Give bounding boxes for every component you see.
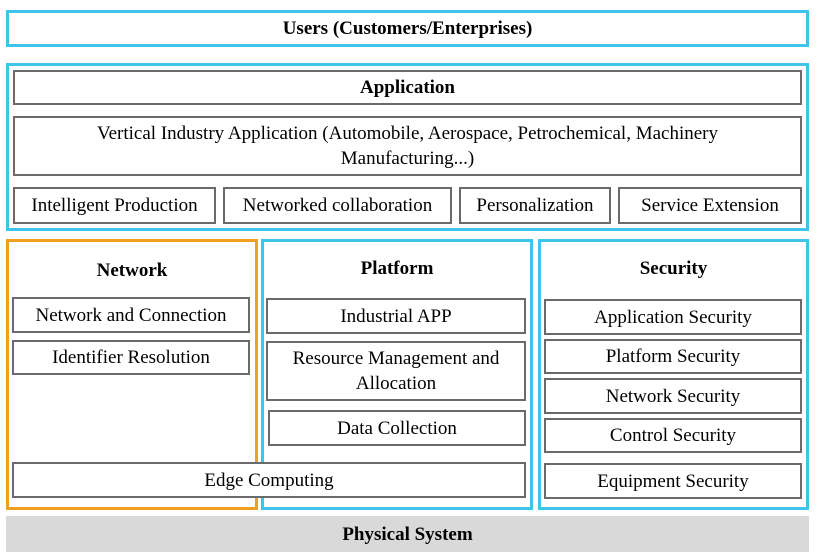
security-layer [538,239,809,510]
security-title: Security [639,258,708,279]
platform-title: Platform [360,258,434,279]
network-item-label: Network and Connection [35,304,227,326]
security-item: Application Security [544,299,802,335]
network-item-label: Identifier Resolution [52,347,210,368]
platform-item-label: Industrial APP [340,305,452,327]
platform-item: Resource Management and Allocation [266,341,526,401]
vertical-industry-box: Vertical Industry Application (Automobil… [13,116,802,176]
vertical-industry-label: Vertical Industry Application (Automobil… [96,123,718,169]
users-label: Users (Customers/Enterprises) [282,18,533,39]
platform-item: Data Collection [268,410,526,446]
platform-layer [261,239,533,510]
physical-system-label: Physical System [342,523,473,545]
application-item: Service Extension [618,187,802,224]
edge-computing-label: Edge Computing [204,469,334,491]
security-item: Platform Security [544,339,802,374]
application-title-box: Application [13,70,802,105]
security-item-label: Network Security [605,385,741,407]
platform-item-label: Data Collection [337,417,457,439]
network-title: Network [96,260,168,281]
application-item-label: Personalization [476,195,594,216]
application-item: Intelligent Production [13,187,216,224]
security-item: Control Security [544,418,802,453]
application-item-label: Intelligent Production [31,195,198,216]
application-item-label: Networked collaboration [242,195,433,216]
security-item-label: Control Security [609,425,737,446]
users-layer: Users (Customers/Enterprises) [6,10,809,47]
application-item-label: Service Extension [641,195,779,216]
security-item: Equipment Security [544,463,802,499]
application-item: Personalization [459,187,611,224]
platform-item: Industrial APP [266,298,526,334]
security-item-label: Equipment Security [597,470,749,492]
application-item: Networked collaboration [223,187,452,224]
security-item: Network Security [544,378,802,414]
network-item: Network and Connection [12,297,250,333]
security-item-label: Application Security [594,306,752,328]
application-title: Application [359,77,456,98]
network-item: Identifier Resolution [12,340,250,375]
edge-computing-box: Edge Computing [12,462,526,498]
application-layer [6,63,809,231]
physical-system-layer: Physical System [6,516,809,552]
security-item-label: Platform Security [605,346,741,367]
platform-item-label: Resource Management and Allocation [292,348,500,394]
network-layer [6,239,258,510]
